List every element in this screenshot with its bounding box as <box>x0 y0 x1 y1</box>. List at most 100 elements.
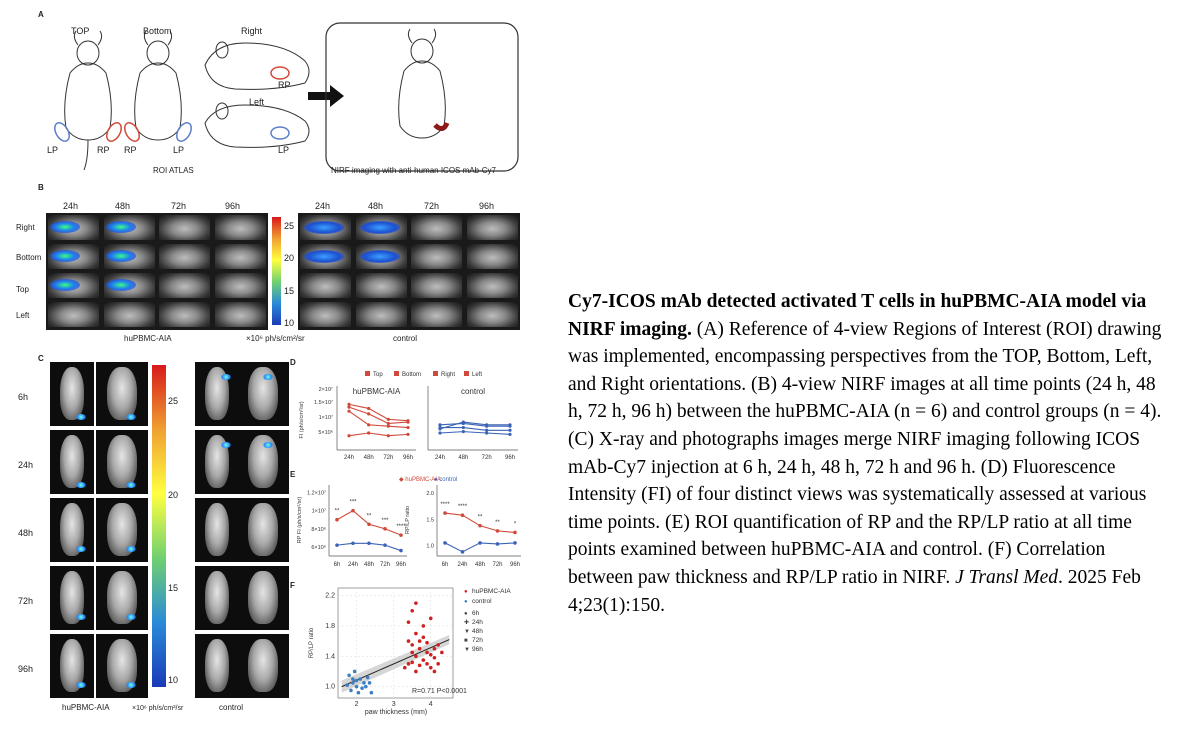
colorbar-tick: 10 <box>168 675 179 685</box>
legend-label: ◆ huPBMC-AIA <box>399 477 441 483</box>
data-point <box>436 643 440 647</box>
paw-signal <box>263 442 273 448</box>
photo-mouse <box>50 362 94 426</box>
colorbar-unit: ×10⁶ ph/s/cm²/sr <box>132 705 184 712</box>
x-tick-label: 48h <box>475 562 485 568</box>
photo-mouse <box>96 566 148 630</box>
y-tick-label: 1.2×10⁷ <box>307 490 326 497</box>
view-row-label: Bottom <box>16 253 42 262</box>
data-point <box>335 517 339 522</box>
group-label-aia: huPBMC-AIA <box>124 334 172 343</box>
paw-label: RP <box>124 145 137 155</box>
y-tick-label: 1.5 <box>426 517 434 523</box>
group-label-control: control <box>219 703 244 712</box>
photo-mouse <box>96 362 148 426</box>
y-tick-label: 1.4 <box>325 653 335 660</box>
legend-marker <box>394 371 399 376</box>
x-tick-label: 6h <box>442 562 449 568</box>
legend-label: 96h <box>472 646 483 653</box>
colorbar-tick: 15 <box>168 583 179 593</box>
legend-label: 24h <box>472 619 483 626</box>
data-point <box>367 681 372 685</box>
mouse-body <box>204 639 230 692</box>
data-point <box>478 523 482 528</box>
data-point <box>425 640 429 645</box>
nirf-cell <box>300 302 351 327</box>
legend-label: 72h <box>472 637 483 644</box>
colorbar-tick: 25 <box>284 221 295 231</box>
fluorescence-blob <box>105 279 136 291</box>
mouse-left-view-icon <box>204 102 310 148</box>
legend-marker: ● <box>464 599 468 605</box>
timepoint-label: 72h <box>171 201 187 211</box>
data-point <box>383 527 387 531</box>
data-point <box>417 663 422 668</box>
series-line <box>348 403 409 422</box>
view-label-top: TOP <box>71 26 90 36</box>
data-point <box>386 424 390 428</box>
data-point <box>410 660 414 665</box>
paw-signal <box>126 482 136 488</box>
significance-label: ** <box>367 513 372 519</box>
roi-atlas-label: ROI ATLAS <box>153 166 194 175</box>
data-point <box>386 417 390 421</box>
paw-label: RP <box>97 145 110 155</box>
nirf-cell <box>48 244 99 269</box>
photo-mouse <box>237 498 289 562</box>
data-point <box>365 675 370 680</box>
data-point <box>351 508 355 513</box>
data-point <box>425 662 429 666</box>
nirf-cell <box>300 244 351 269</box>
mouse-body <box>59 435 85 488</box>
paw-signal <box>221 374 231 380</box>
data-point <box>421 624 426 628</box>
nirf-box <box>325 22 519 172</box>
y-axis-label: RP/LP ratio <box>309 627 315 658</box>
legend-marker: ● <box>464 611 468 617</box>
nirf-cell <box>159 244 210 269</box>
caption-text: (A) Reference of 4-view Regions of Inter… <box>568 318 1162 588</box>
timepoint-label: 72h <box>424 201 440 211</box>
paw-signal <box>126 546 136 552</box>
series-line <box>439 431 511 435</box>
x-tick-label: 72h <box>482 455 492 461</box>
caption-citation: . 2025 Feb 4;23(1):150. <box>568 566 1141 616</box>
nirf-imaging-label: NIRF imaging with anti-human ICOS mAb-Cy… <box>331 166 496 175</box>
paw-signal <box>126 614 136 620</box>
data-point <box>414 654 418 659</box>
fluorescence-blob <box>359 221 400 234</box>
data-point <box>406 639 411 643</box>
mouse-body <box>59 367 85 420</box>
x-tick-label: 24h <box>348 562 358 568</box>
x-tick-label: 48h <box>458 455 468 461</box>
data-point <box>356 690 361 695</box>
data-point <box>414 631 418 636</box>
fluorescence-blob <box>50 279 80 291</box>
data-point <box>406 419 410 423</box>
nirf-cell <box>300 273 351 298</box>
y-tick-label: 5×10⁶ <box>318 429 333 436</box>
view-label-bottom: Bottom <box>143 26 172 36</box>
time-row-label: 96h <box>18 664 34 674</box>
x-tick-label: 24h <box>435 455 445 461</box>
legend-marker: ● <box>464 589 468 595</box>
data-point <box>358 677 363 681</box>
data-point <box>436 662 440 666</box>
nirf-cell <box>103 273 155 298</box>
panel-f-letter: F <box>290 581 295 590</box>
nirf-cell <box>355 244 407 269</box>
nirf-cell <box>214 244 266 269</box>
panel-b-letter: B <box>38 183 44 192</box>
data-point <box>369 690 374 695</box>
data-point <box>347 402 351 406</box>
data-point <box>461 420 465 424</box>
x-tick-label: 96h <box>505 455 515 461</box>
data-point <box>410 650 414 655</box>
data-point <box>460 550 465 554</box>
legend-label: Top <box>373 372 383 378</box>
colorbar-tick: 20 <box>168 490 179 500</box>
paw-label: LP <box>47 145 59 155</box>
legend-marker <box>433 371 438 376</box>
significance-label: **** <box>440 502 450 508</box>
